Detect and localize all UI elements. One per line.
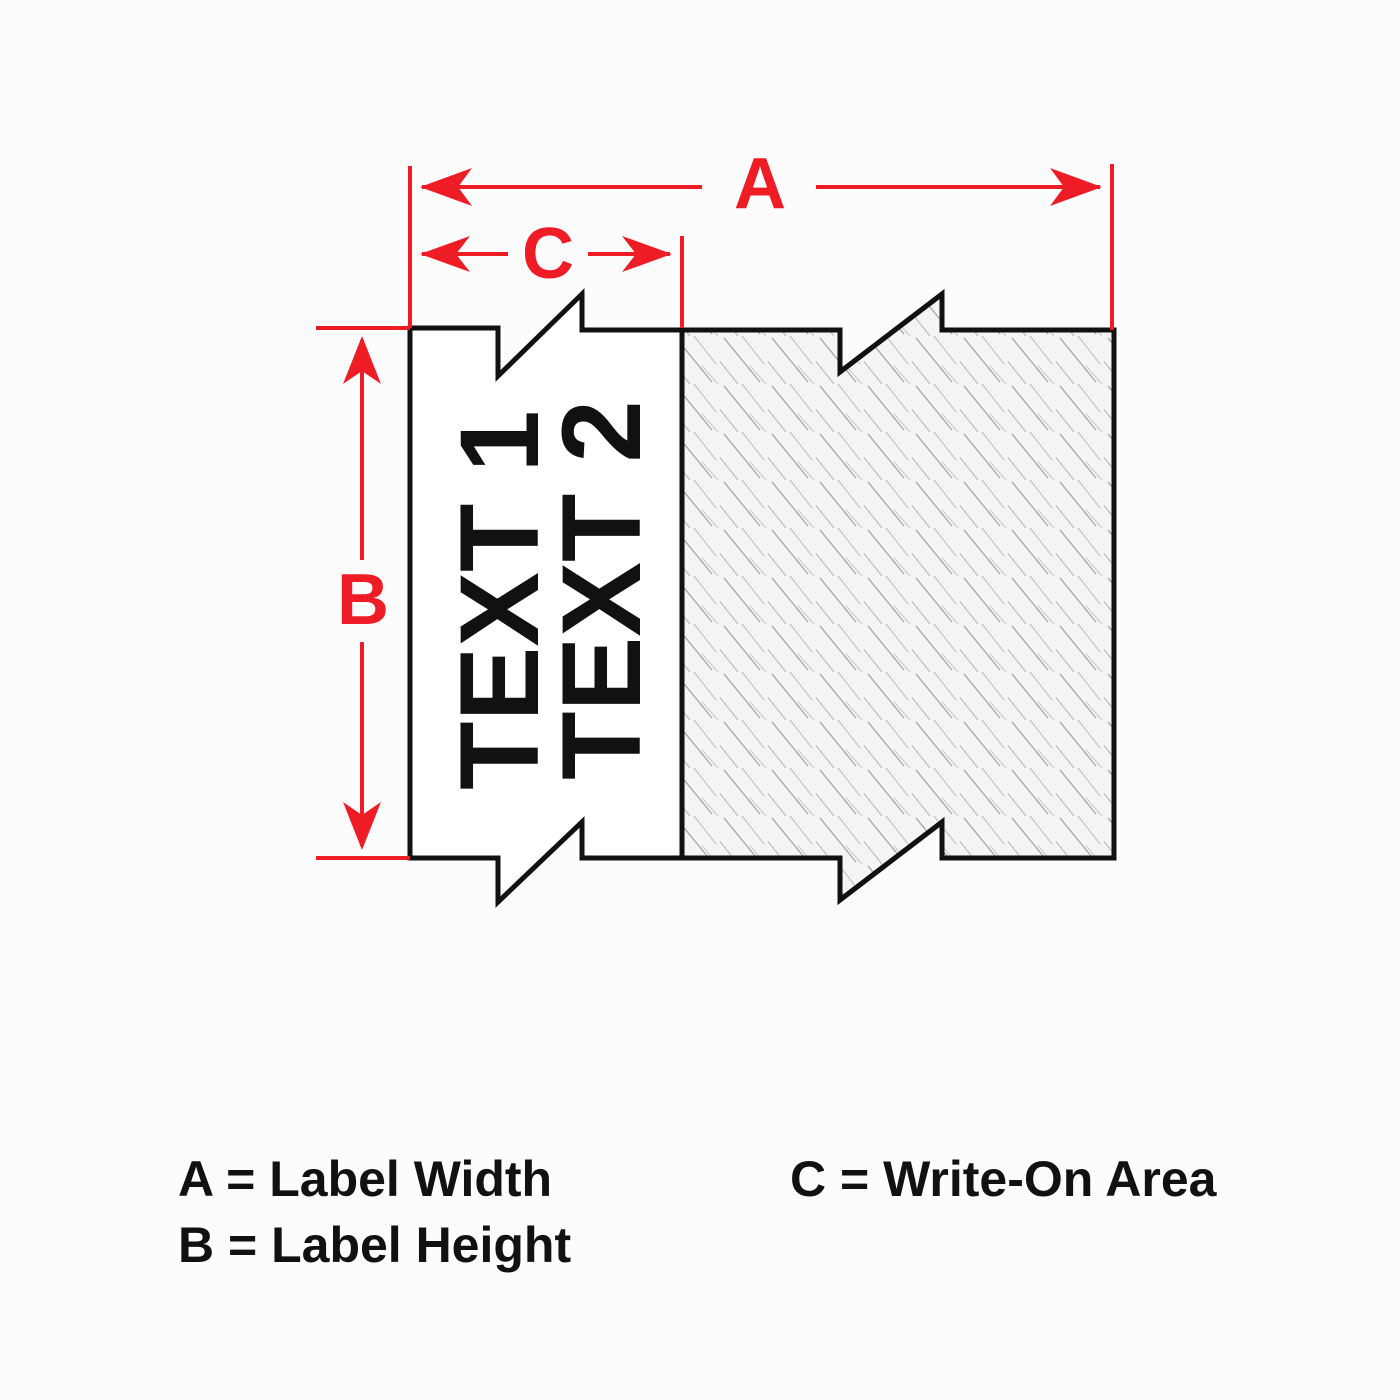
label-text-line-1: TEXT 1 xyxy=(437,410,562,790)
legend-right: C = Write-On Area xyxy=(790,1146,1217,1212)
hatch-fill xyxy=(682,294,1114,900)
legend-left: A = Label Width B = Label Height xyxy=(178,1146,571,1278)
dimension-c-letter: C xyxy=(522,214,574,294)
dimension-a-letter: A xyxy=(734,144,786,224)
label-text-line-2: TEXT 2 xyxy=(539,400,664,780)
dimension-b xyxy=(316,326,410,860)
laminate-outline xyxy=(679,288,1117,906)
dimension-a xyxy=(408,164,1114,330)
legend-c-definition: C = Write-On Area xyxy=(790,1151,1217,1207)
legend-b-definition: B = Label Height xyxy=(178,1217,572,1273)
dimension-c xyxy=(420,236,684,328)
dimension-b-letter: B xyxy=(337,560,389,640)
legend-a-definition: A = Label Width xyxy=(178,1151,553,1207)
